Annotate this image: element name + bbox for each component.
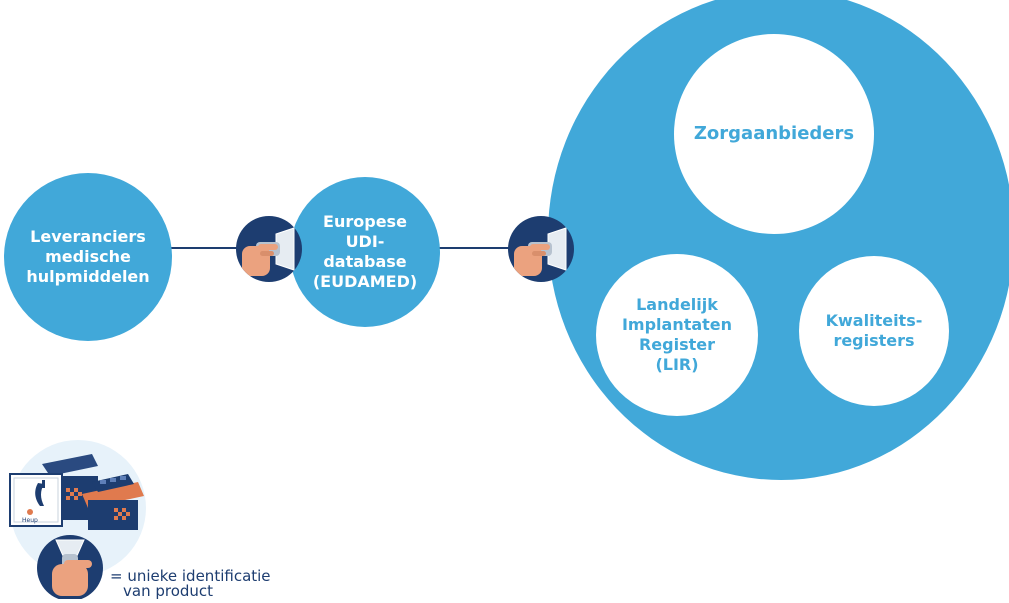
lir-label: Landelijk Implantaten Register (LIR)	[621, 295, 733, 374]
quality-registers-circle	[799, 256, 949, 406]
legend: Heup	[0, 436, 300, 601]
legend-text-line1: = unieke identificatie	[110, 567, 271, 585]
care-providers-label: Zorgaanbieders	[693, 122, 855, 144]
product-boxes-icon: Heup	[9, 440, 146, 601]
box-label: Heup	[22, 517, 38, 524]
eudamed-label: Europese UDI- database (EUDAMED)	[312, 212, 418, 291]
suppliers-circle	[4, 173, 172, 341]
connector-suppliers-eudamed	[166, 247, 292, 249]
suppliers-label: Leveranciers medische hulpmiddelen	[26, 227, 150, 286]
barcode-scanner-icon	[236, 216, 302, 282]
legend-text-line2: van product	[123, 582, 214, 600]
eudamed-circle	[290, 177, 440, 327]
care-providers-circle	[674, 34, 874, 234]
connector-eudamed-receivers	[434, 247, 554, 249]
barcode-scanner-icon	[508, 216, 574, 282]
quality-registers-label: Kwaliteits- registers	[825, 311, 923, 350]
lir-circle	[596, 254, 758, 416]
